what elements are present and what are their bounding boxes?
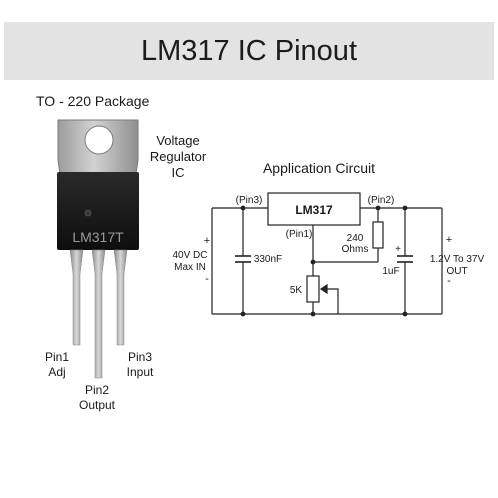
junction-dot xyxy=(402,311,408,317)
pot-wiper-arrow xyxy=(319,283,328,295)
svg-text:Pin1: Pin1 xyxy=(45,350,69,364)
input-minus-sign: - xyxy=(205,273,209,285)
output-out-label: OUT xyxy=(446,266,467,277)
svg-text:Pin3: Pin3 xyxy=(128,350,152,364)
svg-text:Pin2: Pin2 xyxy=(85,383,109,397)
mounting-hole xyxy=(84,125,114,155)
regulator-label: Voltage Regulator IC xyxy=(150,133,207,180)
junction-dot xyxy=(240,205,246,211)
output-minus-sign: - xyxy=(447,275,451,287)
chip-body xyxy=(57,172,139,250)
to220-package: LM317T xyxy=(57,119,139,379)
cap-out-plus: + xyxy=(395,244,401,255)
pin3-lead xyxy=(113,249,128,346)
page-title: LM317 IC Pinout xyxy=(140,35,357,67)
pot-wiper xyxy=(321,288,339,314)
ic-box xyxy=(267,192,361,226)
pin1-circuit-label: (Pin1) xyxy=(286,229,313,240)
input-voltage-label: 40V DC xyxy=(172,250,207,261)
pin3-label: Pin3 Input xyxy=(127,350,154,379)
junction-dot xyxy=(402,205,408,211)
svg-text:Regulator: Regulator xyxy=(150,149,207,164)
output-voltage-label: 1.2V To 37V xyxy=(430,254,485,265)
potentiometer-5k xyxy=(306,275,320,303)
pin3-circuit-label: (Pin3) xyxy=(236,195,263,206)
ic-label: LM317 xyxy=(295,203,333,217)
cap-out-label: 1uF xyxy=(382,266,399,277)
svg-text:Input: Input xyxy=(127,365,154,379)
svg-text:IC: IC xyxy=(172,165,185,180)
circuit-title: Application Circuit xyxy=(263,160,375,176)
junction-dot xyxy=(310,311,316,317)
junction-dot xyxy=(375,205,381,211)
application-circuit xyxy=(211,192,443,317)
pin2-circuit-label: (Pin2) xyxy=(368,195,395,206)
input-plus-sign: + xyxy=(204,235,210,247)
title-bar: LM317 IC Pinout xyxy=(4,22,494,80)
cap-in-label: 330nF xyxy=(254,254,282,265)
resistor-240 xyxy=(372,221,384,249)
pin1-dot xyxy=(84,209,92,217)
svg-text:Output: Output xyxy=(79,398,116,412)
package-label: TO - 220 Package xyxy=(36,93,150,109)
junction-dot xyxy=(240,311,246,317)
pin1-label: Pin1 Adj xyxy=(45,350,69,379)
svg-text:Adj: Adj xyxy=(48,365,65,379)
svg-text:Voltage: Voltage xyxy=(156,133,199,148)
junction-dot xyxy=(310,259,316,265)
pin2-label: Pin2 Output xyxy=(79,383,116,412)
input-max-label: Max IN xyxy=(174,262,206,273)
output-plus-sign: + xyxy=(446,234,452,246)
resistor-unit-label: Ohms xyxy=(342,244,369,255)
pin1-lead xyxy=(69,249,84,346)
pin2-lead xyxy=(91,249,106,379)
pot-label: 5K xyxy=(290,285,303,296)
resistor-value-label: 240 xyxy=(347,233,364,244)
chip-marking: LM317T xyxy=(72,229,124,245)
